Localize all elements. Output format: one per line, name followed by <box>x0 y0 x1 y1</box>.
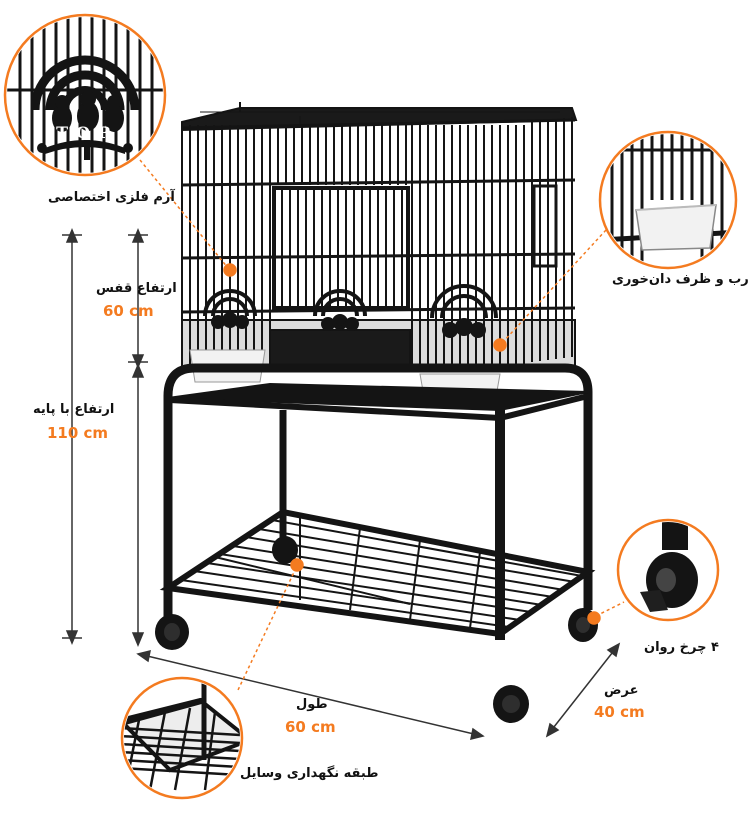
dimension-lines <box>62 228 621 741</box>
value-stand-height: 110 cm <box>47 424 109 442</box>
label-width: عرض <box>604 683 639 698</box>
value-cage-height: 60 cm <box>103 302 154 320</box>
detail-emblem: TOP <box>3 13 167 177</box>
cage-emblems <box>203 284 498 338</box>
value-width: 40 cm <box>594 703 645 721</box>
detail-door-feeder <box>598 130 738 270</box>
stand-frame <box>159 363 596 640</box>
caster-wheels <box>155 536 598 723</box>
label-emblem: آرم فلزی اختصاصی <box>48 190 175 205</box>
label-length: طول <box>296 697 328 712</box>
label-stand-height: ارتفاع با پایه <box>33 402 115 417</box>
value-length: 60 cm <box>285 718 336 736</box>
detail-wheel <box>616 518 720 622</box>
label-wheels: ۴ چرخ روان <box>644 640 719 655</box>
emblem-top-text: TOP <box>56 123 118 142</box>
cage-body <box>181 102 578 371</box>
callout-lines <box>139 159 625 691</box>
label-shelf: طبقه نگهداری وسایل <box>240 766 379 781</box>
detail-shelf <box>120 676 244 800</box>
label-door-feeder: درب و ظرف دان‌خوری <box>612 272 749 287</box>
label-cage-height: ارتفاع قفس <box>96 281 177 296</box>
